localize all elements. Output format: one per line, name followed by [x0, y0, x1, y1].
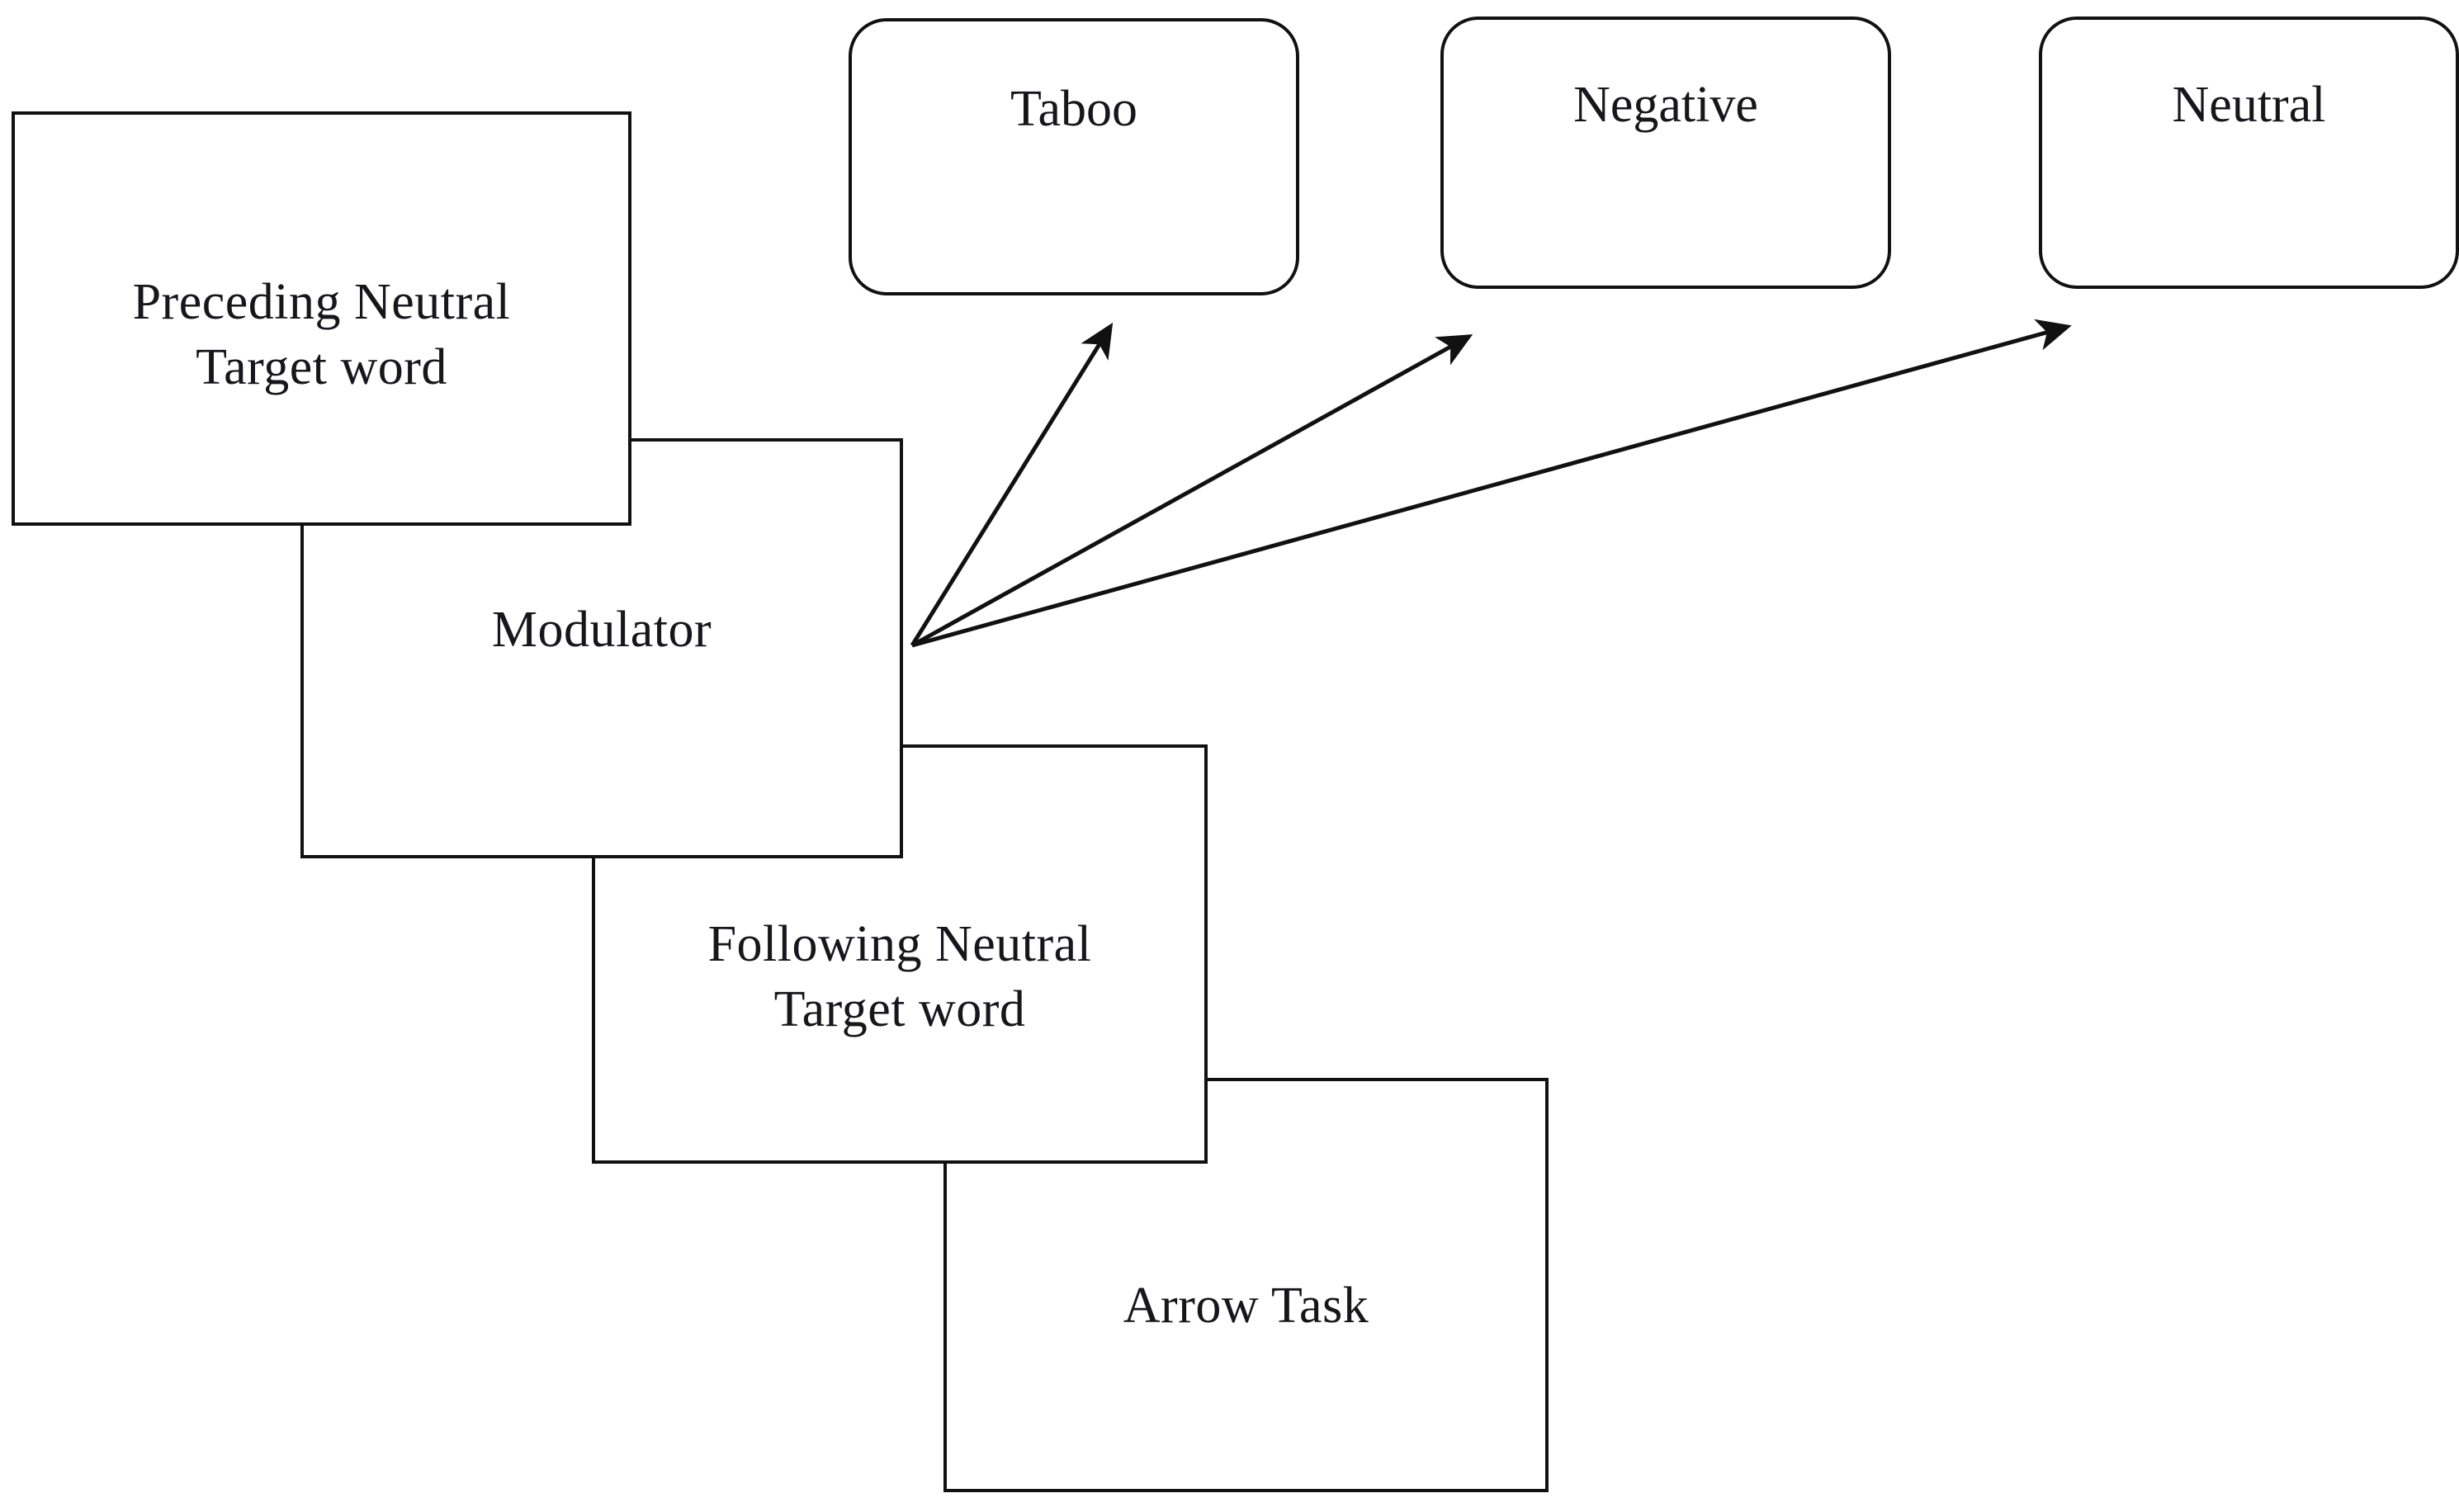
condition-box-negative[interactable]: Negative: [1440, 17, 1891, 289]
condition-label-neutral: Neutral: [2172, 76, 2326, 133]
sequence-label-preceding-neutral-target-word: Preceding Neutral Target word: [132, 273, 511, 395]
condition-label-negative: Negative: [1573, 76, 1758, 133]
arrow-modulator-to-negative: [910, 334, 1473, 648]
condition-box-taboo[interactable]: Taboo: [849, 18, 1299, 295]
sequence-label-modulator: Modulator: [491, 601, 712, 658]
arrow-modulator-to-neutral: [911, 319, 2072, 648]
sequence-label-arrow-task: Arrow Task: [1123, 1278, 1369, 1335]
arrow-modulator-to-taboo: [910, 322, 1114, 647]
condition-box-neutral[interactable]: Neutral: [2039, 17, 2459, 289]
condition-label-taboo: Taboo: [1010, 80, 1138, 137]
sequence-label-following-neutral-target-word: Following Neutral Target word: [707, 915, 1092, 1037]
sequence-card-preceding-neutral-target-word[interactable]: Preceding Neutral Target word: [12, 111, 631, 526]
